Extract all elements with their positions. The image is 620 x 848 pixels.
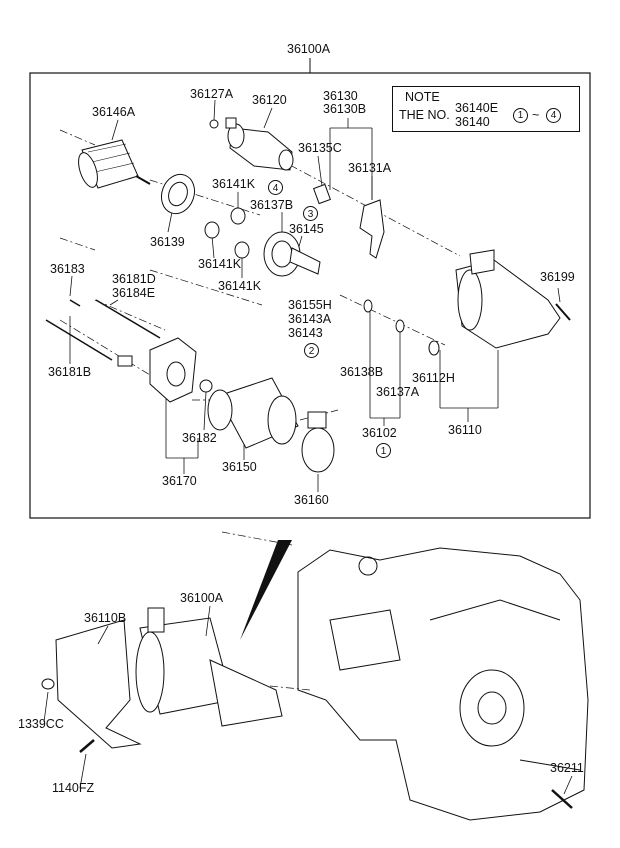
- part-label-36143[interactable]: 36143: [288, 326, 323, 340]
- part-label-1339CC[interactable]: 1339CC: [18, 717, 64, 731]
- bearing-parts: [204, 207, 250, 259]
- note-part-b: 36140: [455, 115, 490, 129]
- part-label-36150[interactable]: 36150: [222, 460, 257, 474]
- part-label-36120[interactable]: 36120: [252, 93, 287, 107]
- part-label-36155H[interactable]: 36155H: [288, 298, 332, 312]
- front-housing-part: [455, 249, 561, 349]
- through-bolt-parts: [45, 299, 161, 361]
- part-label-36183[interactable]: 36183: [50, 262, 85, 276]
- part-label-36160[interactable]: 36160: [294, 493, 329, 507]
- part-label-36130B[interactable]: 36130B: [323, 102, 367, 116]
- part-label-36184E[interactable]: 36184E: [112, 286, 156, 300]
- brush-plate-part: [160, 173, 196, 215]
- part-label-36143A[interactable]: 36143A: [288, 312, 332, 326]
- part-label-36112H[interactable]: 36112H: [412, 371, 455, 385]
- engine-block: [297, 547, 589, 821]
- planetary-gear-part: [263, 231, 321, 277]
- part-label-36141K-b[interactable]: 36141K: [198, 257, 242, 271]
- part-label-36102[interactable]: 36102: [362, 426, 397, 440]
- note-heading: NOTE: [405, 90, 440, 104]
- nut-part: [209, 119, 219, 129]
- engine-bolt-part: [551, 789, 573, 809]
- part-label-36100A-lower[interactable]: 36100A: [180, 591, 224, 605]
- part-label-36135C[interactable]: 36135C: [298, 141, 342, 155]
- note-range-end: 4: [546, 108, 561, 123]
- starter-assembly-part: [135, 607, 283, 727]
- assembly-number-label: 36100A: [287, 42, 331, 56]
- note-range-sep: ~: [532, 108, 540, 122]
- ring-parts: [363, 299, 440, 356]
- part-label-36110B[interactable]: 36110B: [84, 611, 127, 625]
- rear-cover-part: [117, 337, 197, 403]
- part-label-36211[interactable]: 36211: [550, 761, 584, 775]
- callout-4: 4: [268, 180, 283, 195]
- note-box: NOTE THE NO. 36140E 36140 1 ~ 4: [392, 86, 580, 132]
- bushing-part: [199, 379, 213, 393]
- part-label-36199[interactable]: 36199: [540, 270, 575, 284]
- part-label-36182[interactable]: 36182: [182, 431, 217, 445]
- solenoid-part: [225, 117, 294, 171]
- heat-shield-part: [55, 619, 142, 749]
- brush-holder-part: [301, 411, 335, 473]
- part-label-36170[interactable]: 36170: [162, 474, 197, 488]
- part-label-36110[interactable]: 36110: [448, 423, 482, 437]
- part-label-36130[interactable]: 36130: [323, 89, 358, 103]
- yoke-part: [207, 377, 299, 449]
- section-wedge: [240, 540, 292, 640]
- part-label-36139[interactable]: 36139: [150, 235, 185, 249]
- bolt-part: [555, 303, 571, 321]
- part-label-36141K-c[interactable]: 36141K: [218, 279, 262, 293]
- armature-part: [78, 139, 151, 189]
- fastener-parts: [41, 678, 95, 753]
- part-label-36127A[interactable]: 36127A: [190, 87, 234, 101]
- leader-lines: [69, 99, 561, 492]
- callout-3: 3: [303, 206, 318, 221]
- part-label-36138B[interactable]: 36138B: [340, 365, 384, 379]
- part-label-1140FZ[interactable]: 1140FZ: [52, 781, 95, 795]
- part-label-36181D[interactable]: 36181D: [112, 272, 156, 286]
- part-label-36141K-a[interactable]: 36141K: [212, 177, 256, 191]
- callout-1: 1: [376, 443, 391, 458]
- part-label-36181B[interactable]: 36181B: [48, 365, 92, 379]
- part-label-36137B[interactable]: 36137B: [250, 198, 294, 212]
- lever-part: [359, 199, 385, 259]
- callout-2: 2: [304, 343, 319, 358]
- part-label-36131A[interactable]: 36131A: [348, 161, 392, 175]
- note-prefix: THE NO.: [399, 108, 450, 122]
- note-range-start: 1: [513, 108, 528, 123]
- note-part-a: 36140E: [455, 101, 499, 115]
- part-label-36137A[interactable]: 36137A: [376, 385, 420, 399]
- part-label-36146A[interactable]: 36146A: [92, 105, 136, 119]
- plunger-part: [312, 183, 332, 205]
- part-label-36145[interactable]: 36145: [289, 222, 324, 236]
